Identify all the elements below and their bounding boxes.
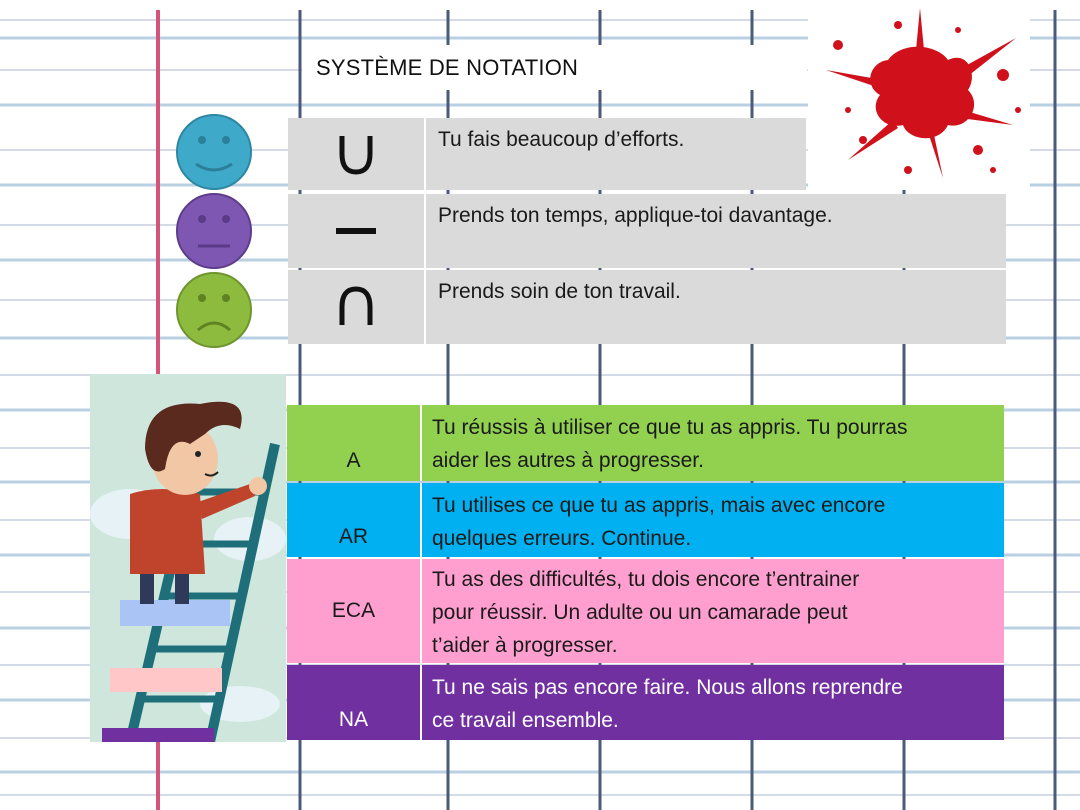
effort-text: Prends ton temps, applique-toi davantage…: [438, 204, 833, 227]
grade-code: NA: [287, 665, 422, 740]
grade-row-na: NA Tu ne sais pas encore faire. Nous all…: [287, 665, 1004, 740]
effort-text: Prends soin de ton travail.: [438, 280, 681, 303]
symbol-cell: [288, 270, 426, 344]
desc-line: Tu as des difficultés, tu dois encore t’…: [432, 568, 860, 591]
desc-line: Tu réussis à utiliser ce que tu as appri…: [432, 416, 908, 439]
symbol-cell: [288, 194, 426, 268]
ladder-step-1: [120, 600, 230, 626]
title-box: SYSTÈME DE NOTATION: [302, 45, 807, 90]
happy-face-icon: [176, 114, 252, 190]
flat-line-icon: [336, 228, 376, 234]
grade-description: Tu réussis à utiliser ce que tu as appri…: [422, 405, 1004, 481]
desc-line: pour réussir. Un adulte ou un camarade p…: [432, 601, 848, 624]
effort-row-3: Prends soin de ton travail.: [288, 270, 1006, 344]
symbol-cell: [288, 118, 426, 190]
grade-row-eca: ECA Tu as des difficultés, tu dois encor…: [287, 559, 1004, 663]
effort-row-2: Prends ton temps, applique-toi davantage…: [288, 194, 1006, 268]
grade-code: ECA: [287, 559, 422, 663]
effort-text: Tu fais beaucoup d’efforts.: [438, 128, 685, 151]
sad-face-icon: [176, 272, 252, 348]
ladder-step-3: [102, 728, 214, 742]
grade-code: A: [287, 405, 422, 481]
grade-description: Tu ne sais pas encore faire. Nous allons…: [422, 665, 1004, 740]
neutral-face-icon: [176, 193, 252, 269]
frown-arc-icon: [339, 286, 373, 325]
desc-line: Tu utilises ce que tu as appris, mais av…: [432, 494, 886, 517]
splat-panel: [808, 0, 1030, 190]
grade-row-a: A Tu réussis à utiliser ce que tu as app…: [287, 405, 1004, 481]
grade-row-ar: AR Tu utilises ce que tu as appris, mais…: [287, 483, 1004, 557]
desc-line: t’aider à progresser.: [432, 634, 618, 657]
page-title: SYSTÈME DE NOTATION: [316, 55, 579, 80]
smile-arc-icon: [339, 136, 373, 175]
desc-line: quelques erreurs. Continue.: [432, 527, 692, 550]
desc-line: ce travail ensemble.: [432, 709, 619, 732]
grade-description: Tu as des difficultés, tu dois encore t’…: [422, 559, 1004, 663]
grade-description: Tu utilises ce que tu as appris, mais av…: [422, 483, 1004, 557]
boy-climbing-ladder-icon: [90, 374, 286, 742]
effort-row-1: Tu fais beaucoup d’efforts.: [288, 118, 806, 190]
ladder-step-2: [110, 668, 222, 692]
paint-splat-icon: [826, 8, 1021, 178]
desc-line: aider les autres à progresser.: [432, 449, 704, 472]
desc-line: Tu ne sais pas encore faire. Nous allons…: [432, 676, 903, 699]
grade-code: AR: [287, 483, 422, 557]
